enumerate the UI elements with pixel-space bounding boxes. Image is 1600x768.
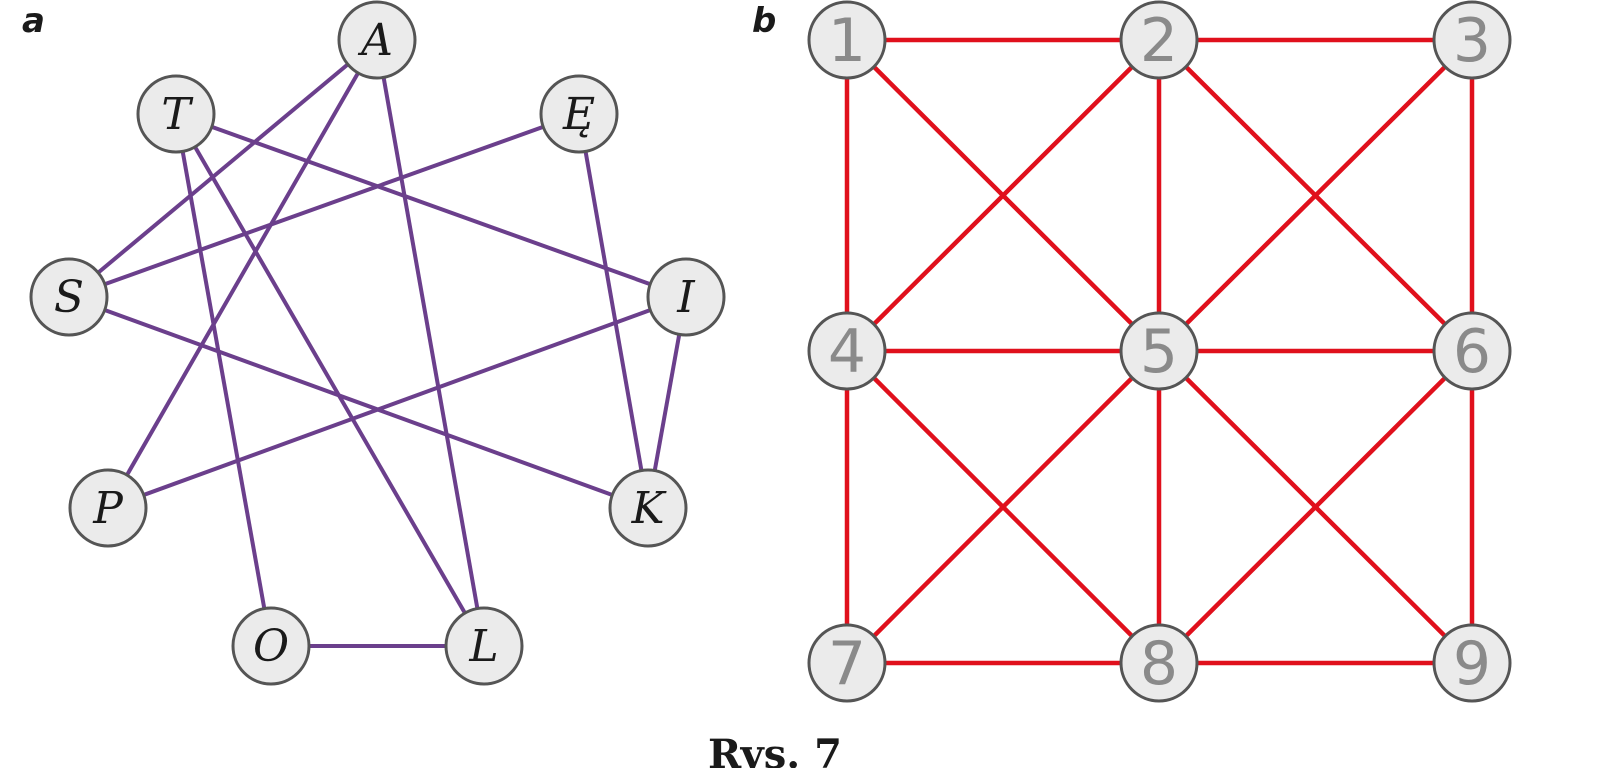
node-a-P: P [68, 468, 148, 548]
edge-a-T-I [175, 112, 687, 299]
node-a-S: S [29, 257, 109, 337]
panel-b-edges [844, 37, 1475, 666]
edge-a-T-L [174, 112, 486, 648]
node-b-6: 6 [1432, 311, 1512, 391]
edge-b-2-4 [845, 38, 1161, 353]
node-label: O [253, 621, 289, 672]
node-a-A: A [337, 0, 417, 80]
node-label: 7 [828, 629, 866, 699]
node-label: 4 [828, 317, 866, 387]
node-a-K: K [608, 468, 688, 548]
node-label: Ę [562, 89, 595, 140]
node-circle [1119, 311, 1199, 391]
node-b-4: 4 [807, 311, 887, 391]
node-label: 6 [1453, 317, 1491, 387]
node-label: L [468, 621, 498, 672]
node-circle [1432, 0, 1512, 80]
edge-a-S-K [68, 295, 649, 510]
node-label: 2 [1140, 6, 1178, 76]
edge-a-I-P [107, 295, 687, 510]
node-b-5: 5 [1119, 311, 1199, 391]
node-circle [1119, 623, 1199, 703]
node-circle [337, 0, 417, 80]
panel-b-nodes: 1 2 3 4 5 6 7 8 9 [807, 0, 1512, 703]
node-label: 9 [1453, 629, 1491, 699]
node-circle [807, 0, 887, 80]
figure-caption: Rys. 7 [708, 731, 842, 768]
edge-a-T-O [174, 113, 273, 647]
node-b-2: 2 [1119, 0, 1199, 80]
node-label: T [161, 89, 194, 140]
node-label: I [676, 272, 696, 323]
node-label: P [92, 483, 124, 534]
node-label: A [357, 15, 393, 66]
node-circle [646, 257, 726, 337]
node-label: K [631, 483, 667, 534]
edge-b-3-5 [1157, 38, 1474, 353]
edge-b-6-8 [1157, 349, 1474, 665]
node-circle [136, 74, 216, 154]
node-circle [539, 74, 619, 154]
node-circle [1119, 0, 1199, 80]
node-circle [1432, 311, 1512, 391]
node-circle [231, 606, 311, 686]
node-circle [68, 468, 148, 548]
node-b-8: 8 [1119, 623, 1199, 703]
panel-a-graph: A T Ę S I P K O L [29, 0, 726, 686]
node-b-1: 1 [807, 0, 887, 80]
panel-a-label: a [22, 1, 45, 41]
node-circle [29, 257, 109, 337]
node-a-E: Ę [539, 74, 619, 154]
node-label: 5 [1140, 317, 1178, 387]
node-label: 1 [828, 6, 866, 76]
edge-a-A-S [67, 38, 379, 299]
edge-b-5-7 [845, 349, 1161, 665]
panel-b-label: b [752, 1, 776, 41]
panel-b-graph: 1 2 3 4 5 6 7 8 9 [807, 0, 1512, 703]
node-label: 8 [1140, 629, 1178, 699]
node-circle [608, 468, 688, 548]
node-circle [444, 606, 524, 686]
edge-a-E-S [68, 112, 580, 299]
node-circle [807, 623, 887, 703]
edge-a-E-K [577, 113, 650, 509]
node-a-T: T [136, 74, 216, 154]
panel-a-nodes: A T Ę S I P K O L [29, 0, 726, 686]
node-b-3: 3 [1432, 0, 1512, 80]
node-a-L: L [444, 606, 524, 686]
node-label: 3 [1453, 6, 1491, 76]
node-b-9: 9 [1432, 623, 1512, 703]
node-label: S [54, 272, 84, 323]
node-a-I: I [646, 257, 726, 337]
edge-a-A-P [106, 39, 379, 509]
node-circle [1432, 623, 1512, 703]
edge-a-A-L [375, 39, 486, 647]
node-circle [807, 311, 887, 391]
node-a-O: O [231, 606, 311, 686]
node-b-7: 7 [807, 623, 887, 703]
